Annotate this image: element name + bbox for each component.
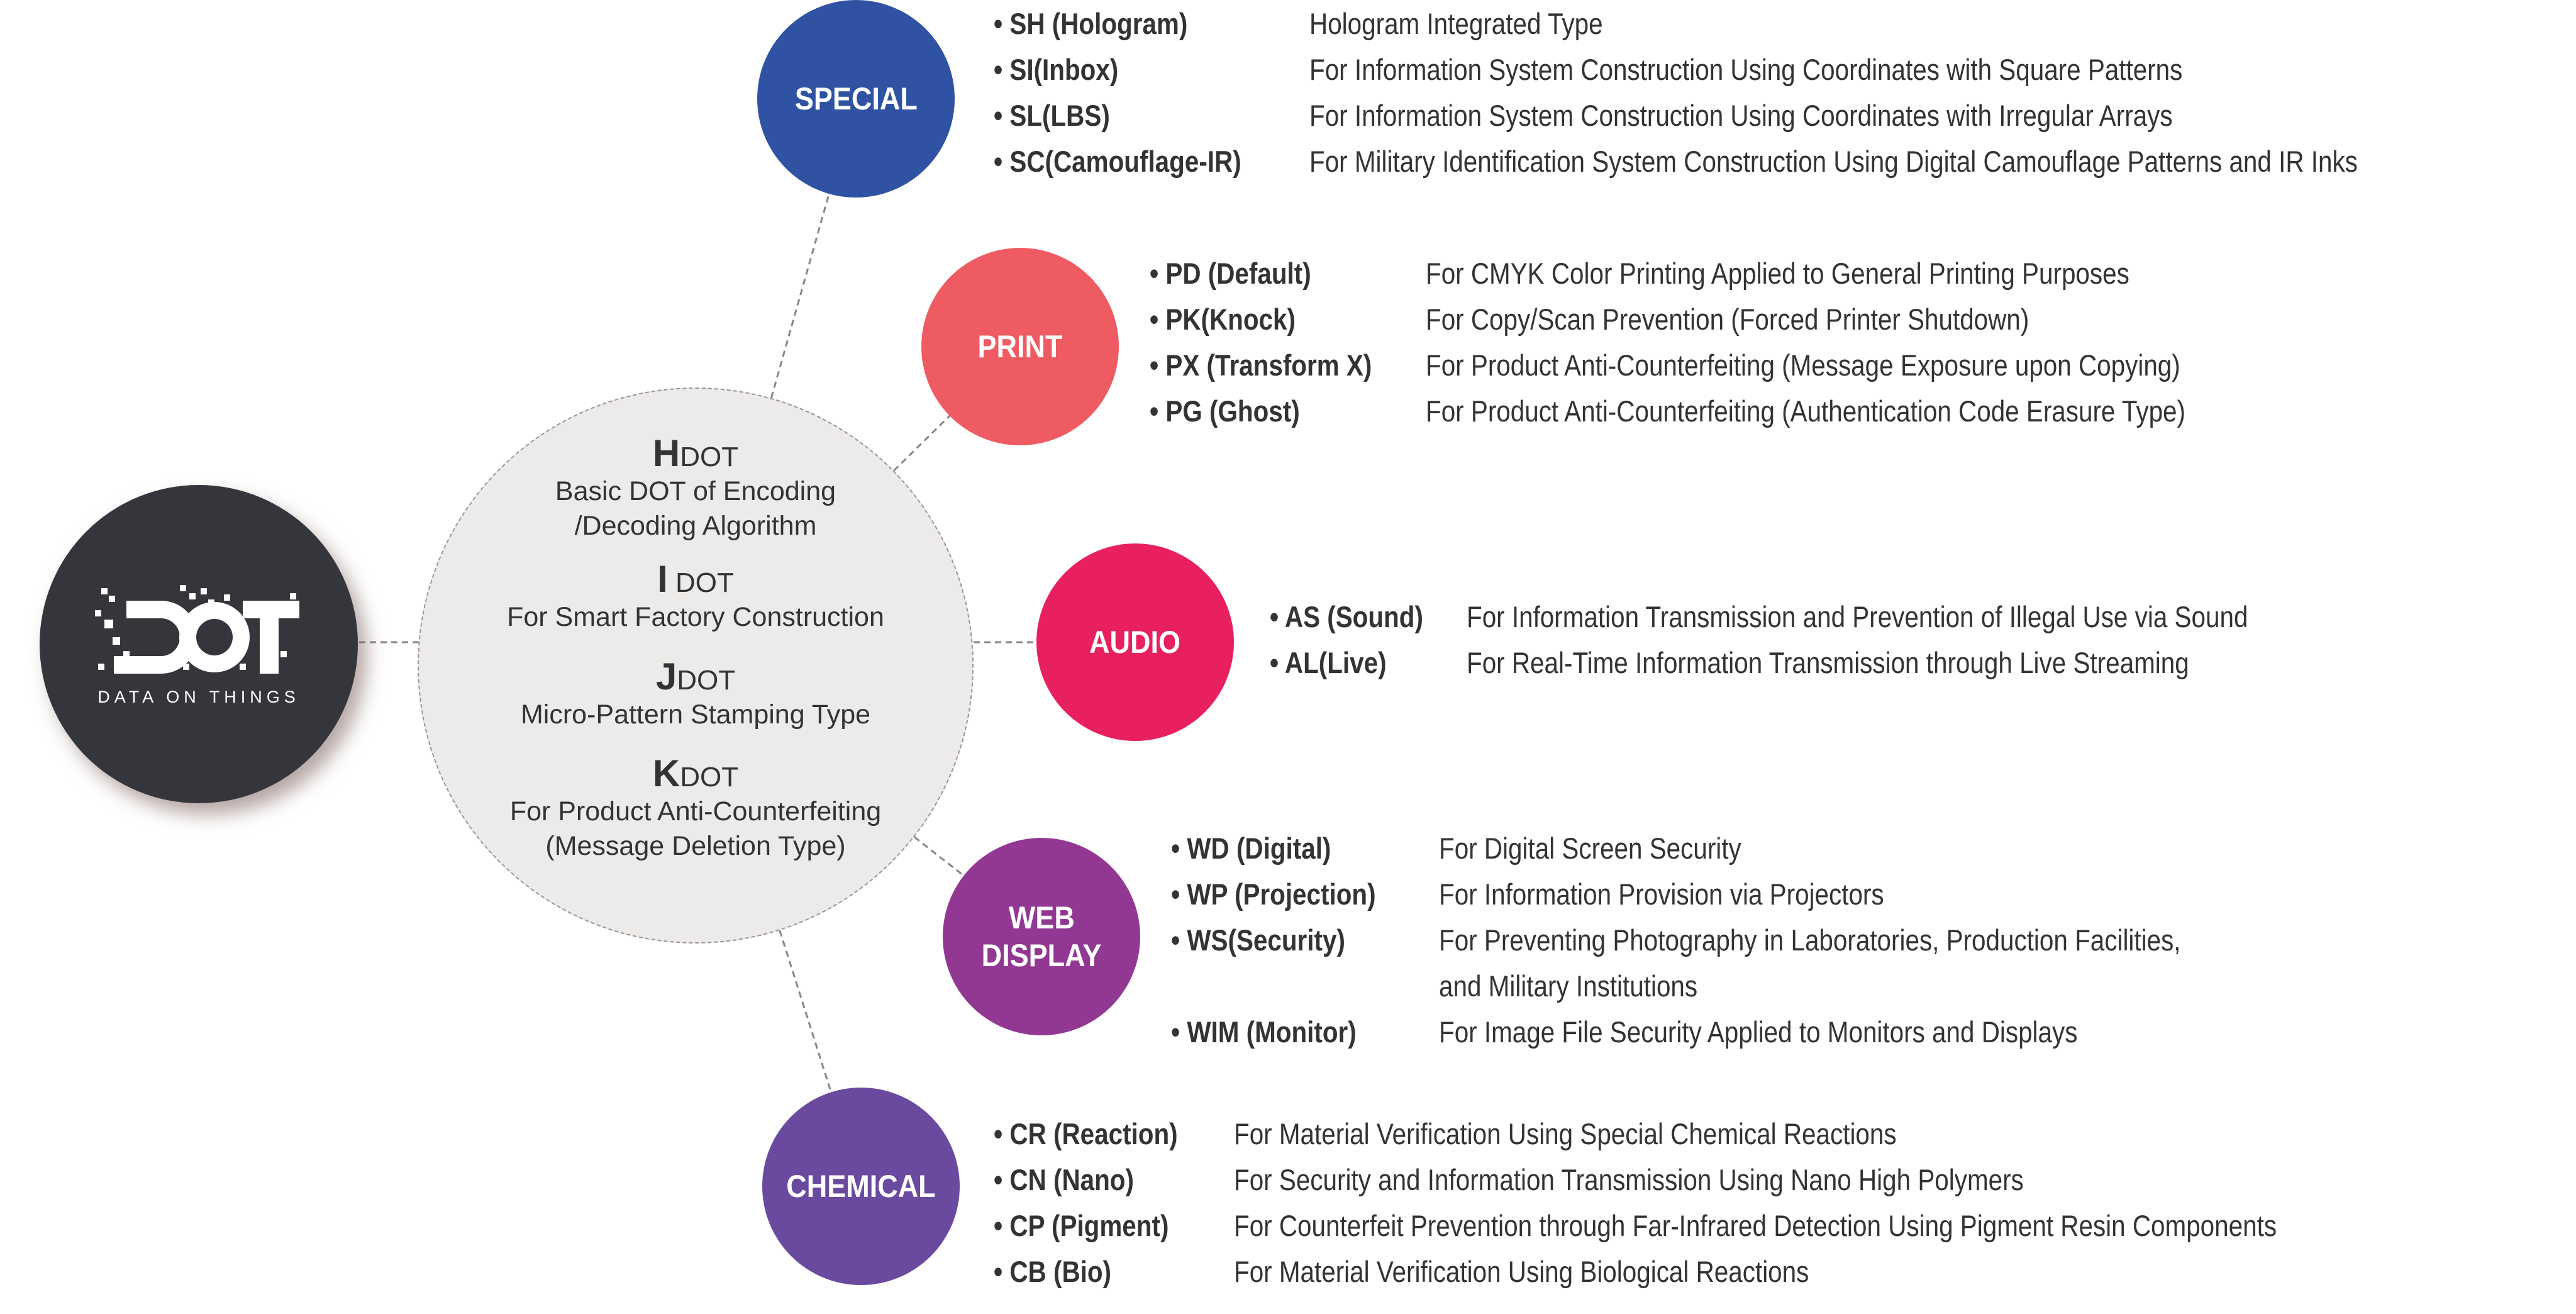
item-description: For Military Identification System Const… <box>1309 145 2358 178</box>
category-print-circle: PRINT <box>921 248 1119 445</box>
item-code: • WP (Projection) <box>1171 877 1376 911</box>
item-code: • AL(Live) <box>1270 646 1387 679</box>
item-description: For Security and Information Transmissio… <box>1234 1163 2024 1196</box>
item-description: Hologram Integrated Type <box>1309 7 1603 40</box>
item-code: • PK(Knock) <box>1150 303 1296 336</box>
item-description: For Information System Construction Usin… <box>1309 53 2183 86</box>
item-code: • PX (Transform X) <box>1150 348 1372 382</box>
item-code: • SH (Hologram) <box>994 7 1188 40</box>
item-code: • WD (Digital) <box>1171 832 1331 865</box>
hub-item-kdot: KDOT For Product Anti-Counterfeiting (Me… <box>509 752 882 861</box>
category-name: SPECIAL <box>794 81 918 116</box>
item-description: For Information Provision via Projectors <box>1439 877 1884 911</box>
item-code: • CB (Bio) <box>994 1255 1112 1288</box>
item-code: • SI(Inbox) <box>994 53 1119 86</box>
item-code: • AS (Sound) <box>1270 600 1423 633</box>
item-code: • PG (Ghost) <box>1150 394 1300 428</box>
item-code: • WS(Security) <box>1171 923 1345 957</box>
item-code: • CR (Reaction) <box>994 1117 1178 1150</box>
item-description: For Information Transmission and Prevent… <box>1467 600 2248 633</box>
item-code: • CP (Pigment) <box>994 1209 1169 1242</box>
item-code: • PD (Default) <box>1150 257 1311 290</box>
category-name: DISPLAY <box>981 938 1102 973</box>
item-description: For Material Verification Using Special … <box>1234 1117 1897 1150</box>
item-description: For CMYK Color Printing Applied to Gener… <box>1426 257 2129 290</box>
item-description: For Real-Time Information Transmission t… <box>1467 646 2189 679</box>
item-description: For Image File Security Applied to Monit… <box>1439 1015 2078 1049</box>
category-audio-circle: AUDIO <box>1036 543 1234 741</box>
item-description: For Digital Screen Security <box>1439 832 1741 865</box>
hdot-family-hub: HDOT Basic DOT of Encoding /Decoding Alg… <box>418 387 974 944</box>
item-description: For Product Anti-Counterfeiting (Authent… <box>1426 394 2186 428</box>
item-description: For Counterfeit Prevention through Far-I… <box>1234 1209 2277 1242</box>
item-code: • WIM (Monitor) <box>1171 1015 1357 1049</box>
hub-item-jdot: JDOT Micro-Pattern Stamping Type <box>520 655 871 730</box>
item-description: For Information System Construction Usin… <box>1309 99 2173 132</box>
item-description: For Preventing Photography in Laboratori… <box>1439 923 2181 957</box>
item-description: For Product Anti-Counterfeiting (Message… <box>1426 348 2180 382</box>
item-description: For Material Verification Using Biologic… <box>1234 1255 1809 1288</box>
item-description: For Copy/Scan Prevention (Forced Printer… <box>1426 303 2029 336</box>
item-description: and Military Institutions <box>1439 969 1698 1003</box>
category-chemical-circle: CHEMICAL <box>762 1088 960 1285</box>
category-name: AUDIO <box>1089 625 1181 660</box>
logo-tagline: DATA ON THINGS <box>97 687 300 706</box>
category-name: WEB <box>1008 900 1075 935</box>
item-code: • SL(LBS) <box>994 99 1110 132</box>
category-special-circle: SPECIAL <box>757 0 955 198</box>
category-name: PRINT <box>977 329 1063 364</box>
hub-item-hdot: HDOT Basic DOT of Encoding /Decoding Alg… <box>555 432 836 541</box>
dot-logo-icon <box>95 584 299 674</box>
hub-item-idot: I DOT For Smart Factory Construction <box>507 558 884 632</box>
item-code: • CN (Nano) <box>994 1163 1134 1196</box>
item-code: • SC(Camouflage-IR) <box>994 145 1241 178</box>
dot-logo-badge: DATA ON THINGS <box>40 485 358 803</box>
category-name: CHEMICAL <box>786 1169 936 1204</box>
